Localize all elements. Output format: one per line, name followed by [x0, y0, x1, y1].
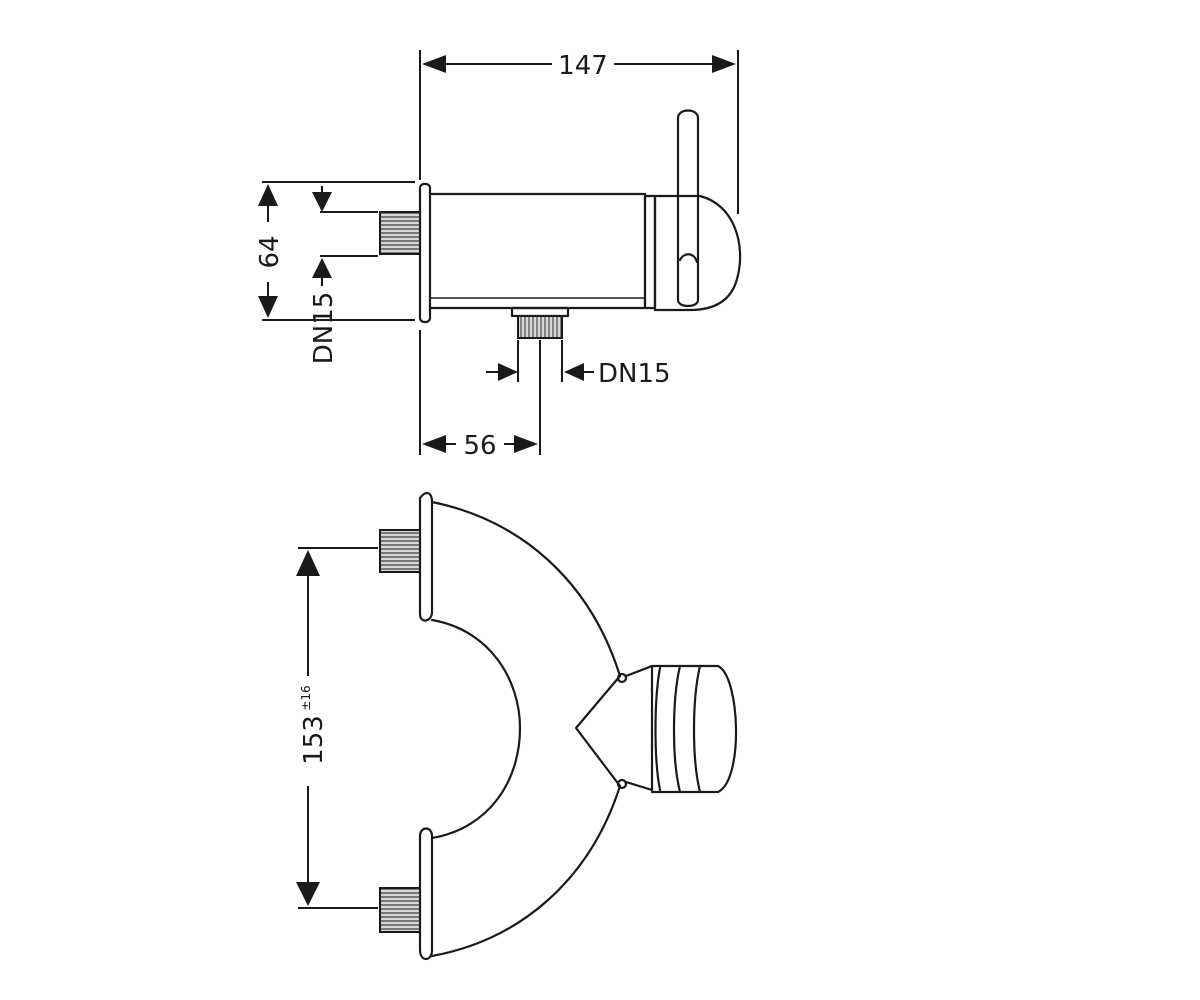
inlet-spacing-tolerance: ±16: [299, 685, 313, 710]
lower-wall-plate: [418, 827, 434, 961]
lower-inlet-thread: [379, 887, 421, 933]
valve-body: [428, 192, 657, 310]
dimension-overall-length: 147: [419, 50, 739, 214]
height-value: 64: [255, 235, 285, 268]
control-knob: [624, 664, 738, 794]
handle-head: [653, 194, 742, 312]
dimension-outlet-connection: DN15: [486, 340, 671, 389]
dimension-outlet-offset: 56: [419, 330, 541, 461]
body-inner-arc: [430, 618, 522, 840]
inlet-thread: [379, 211, 421, 255]
body-outer-arc: [430, 500, 622, 678]
lever-handle: [676, 109, 700, 308]
top-view: 153 ±16: [296, 492, 738, 961]
upper-wall-plate: [418, 492, 434, 622]
side-view: 147 64 DN15: [255, 50, 742, 461]
overall-length-value: 147: [558, 51, 608, 81]
dimension-inlet-spacing: 153 ±16: [296, 547, 378, 909]
outlet-connection-value: DN15: [598, 359, 671, 389]
dimension-height: 64: [255, 181, 415, 321]
outlet-offset-value: 56: [463, 431, 496, 461]
upper-inlet-thread: [379, 529, 421, 573]
body-cone: [574, 674, 622, 788]
inlet-connection-value: DN15: [309, 292, 339, 365]
inlet-spacing-value: 153: [299, 715, 329, 765]
dimension-inlet-connection: DN15: [309, 186, 378, 364]
outlet-thread: [510, 306, 570, 339]
wall-plate: [418, 182, 432, 324]
